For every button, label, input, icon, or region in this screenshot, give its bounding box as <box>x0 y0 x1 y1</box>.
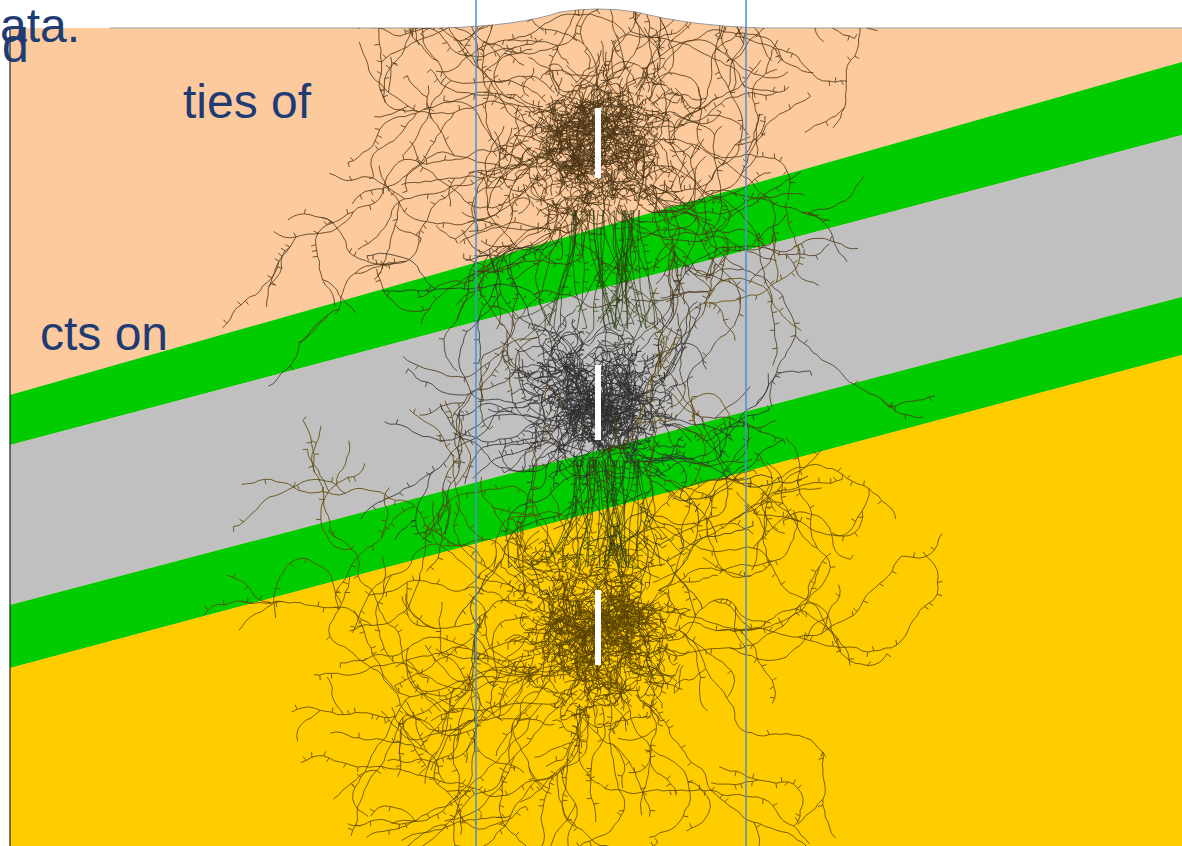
fracture-line <box>443 0 477 4</box>
fracture-line <box>604 0 608 3</box>
fracture-line <box>521 225 522 230</box>
fracture-line <box>494 171 495 176</box>
fracture-line <box>413 19 418 21</box>
fracture-line <box>829 81 830 86</box>
fracture-line <box>517 110 522 111</box>
fracture-line <box>552 126 553 131</box>
fracture-line <box>855 13 859 16</box>
fracture-line <box>723 3 728 5</box>
fracture-line <box>832 20 833 25</box>
fracture-line <box>538 223 539 228</box>
fracture-line <box>468 202 473 203</box>
fracture-line <box>611 107 616 108</box>
fracture-line <box>716 14 721 15</box>
fracture-line <box>663 228 668 229</box>
fracture-line <box>414 20 419 21</box>
fracture-line <box>592 159 593 164</box>
fracture-line <box>737 120 742 121</box>
fracture-line <box>486 239 487 244</box>
fracture-line <box>725 0 727 3</box>
fracture-line <box>555 120 560 121</box>
fracture-line <box>540 144 541 149</box>
fracture-line <box>439 339 444 340</box>
fracture-line <box>525 0 529 2</box>
fracture-line <box>813 12 816 16</box>
fracture-line <box>605 2 609 5</box>
fracture-line <box>619 119 624 120</box>
fracture-line <box>770 0 878 31</box>
fracture-line <box>557 45 558 50</box>
fracture-line <box>712 12 713 17</box>
fracture-line <box>681 96 682 101</box>
fracture-line <box>856 0 868 21</box>
fracture-line <box>750 10 755 12</box>
fracture-line <box>766 95 767 100</box>
fracture-line <box>313 256 318 257</box>
fracture-line <box>718 6 722 9</box>
fracture-line <box>747 16 748 21</box>
fracture-line <box>542 147 547 148</box>
fracture-line <box>478 401 483 402</box>
fracture-line <box>374 44 379 45</box>
fracture-line <box>738 0 742 1</box>
fracture-line <box>727 17 732 19</box>
fracture-line <box>653 69 658 70</box>
fracture-line <box>429 23 431 28</box>
fracture-line <box>418 6 423 7</box>
fracture-line <box>444 96 445 101</box>
fracture-line <box>421 0 435 30</box>
fracture-line <box>536 201 541 202</box>
fracture-line <box>419 6 424 7</box>
fracture-line <box>846 0 849 2</box>
fracture-line <box>719 9 724 10</box>
fracture-line <box>554 146 555 151</box>
fracture-line <box>501 148 506 149</box>
fracture-line <box>632 3 636 5</box>
fracture-line <box>439 22 441 26</box>
fracture-line <box>795 323 800 324</box>
fracture-line <box>481 296 486 297</box>
